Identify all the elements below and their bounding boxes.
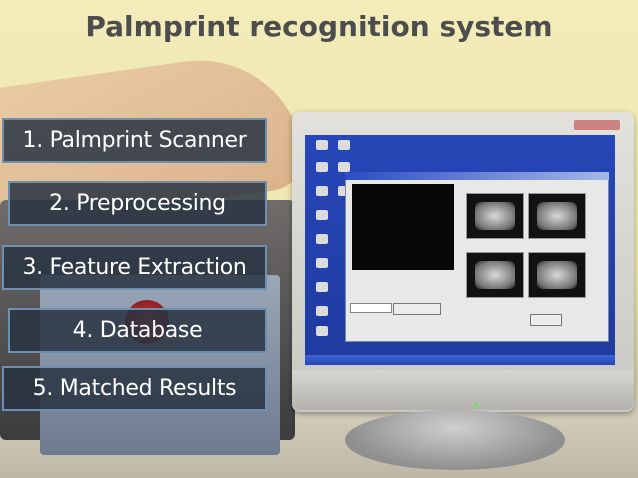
palm-thumbnail — [528, 193, 586, 239]
palm-thumbnail — [528, 252, 586, 298]
step-preprocessing: 2. Preprocessing — [8, 181, 267, 226]
step-matched-results: 5. Matched Results — [2, 366, 267, 411]
monitor-bezel — [292, 370, 634, 410]
desktop-icon — [316, 210, 328, 220]
desktop-icon — [338, 162, 350, 172]
app-text-field — [350, 303, 392, 313]
desktop-icon — [316, 326, 328, 336]
app-titlebar — [345, 172, 609, 180]
capture-preview — [352, 184, 454, 270]
monitor-stand — [345, 410, 565, 470]
power-led — [474, 403, 478, 407]
palm-thumbnail — [466, 193, 524, 239]
app-button — [393, 303, 441, 315]
desktop-icon — [316, 282, 328, 292]
monitor-brand-logo — [574, 120, 620, 130]
app-button — [530, 314, 562, 326]
desktop-icon — [338, 186, 350, 196]
taskbar — [305, 355, 615, 365]
palm-thumbnail — [466, 252, 524, 298]
desktop-icon — [316, 186, 328, 196]
step-palmprint-scanner: 1. Palmprint Scanner — [2, 118, 267, 163]
desktop-icon — [316, 162, 328, 172]
scanner-front-panel — [40, 275, 280, 455]
desktop-icon — [338, 140, 350, 150]
step-database: 4. Database — [8, 308, 267, 353]
desktop-icon — [316, 234, 328, 244]
desktop-icon — [316, 140, 328, 150]
step-feature-extraction: 3. Feature Extraction — [2, 245, 267, 290]
desktop-icon — [316, 306, 328, 316]
slide-title: Palmprint recognition system — [85, 10, 553, 43]
desktop-icon — [316, 258, 328, 268]
